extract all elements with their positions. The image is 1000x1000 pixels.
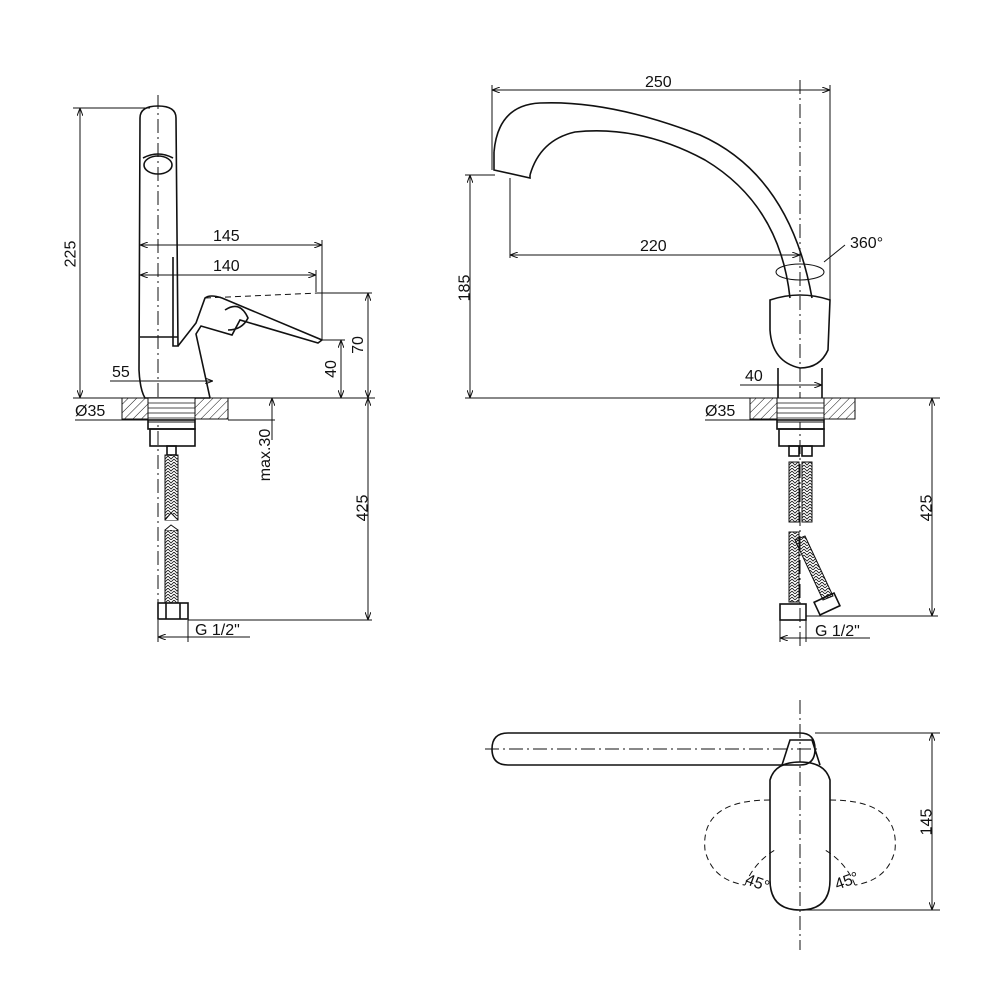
- dim-spout-reach: 220: [640, 238, 667, 255]
- dim-max-deck-thickness: max.30: [257, 428, 275, 482]
- dim-mount-hole: Ø35: [75, 403, 106, 420]
- dim-connection: G 1/2": [195, 622, 240, 639]
- dim-lever-reach: 140: [213, 258, 240, 275]
- dim-hose-length: 425: [918, 494, 936, 522]
- dim-body-width: 55: [112, 364, 130, 381]
- dim-body-width: 40: [745, 368, 763, 385]
- dim-rotation: 360°: [850, 235, 884, 252]
- dim-spout-overall: 250: [645, 74, 672, 91]
- dim-lever-height-min: 40: [322, 360, 340, 378]
- dim-total-height: 225: [62, 240, 80, 268]
- dim-connection: G 1/2": [815, 623, 860, 640]
- top-view: [485, 700, 940, 950]
- dim-mount-hole: Ø35: [705, 403, 736, 420]
- dim-hose-length: 425: [354, 494, 372, 522]
- dim-lever-height-max: 70: [349, 336, 367, 354]
- dim-spout-reach: 145: [213, 228, 240, 245]
- dim-spout-height: 185: [456, 274, 474, 302]
- side-view: [73, 95, 375, 642]
- front-view: [465, 80, 940, 650]
- dim-depth: 145: [918, 808, 936, 836]
